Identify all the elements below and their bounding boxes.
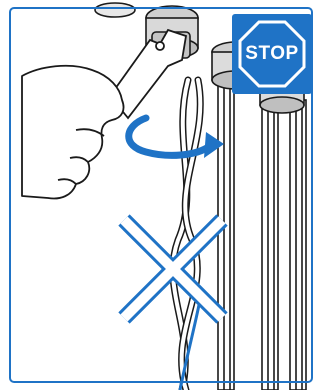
hand-icon [22, 66, 124, 199]
pipe-columns [218, 70, 306, 390]
prohibition-cross-icon [124, 220, 222, 318]
stop-sign-badge: STOP [232, 14, 312, 94]
rotation-arrow-icon [129, 118, 224, 158]
stop-sign-text: STOP [232, 14, 312, 94]
